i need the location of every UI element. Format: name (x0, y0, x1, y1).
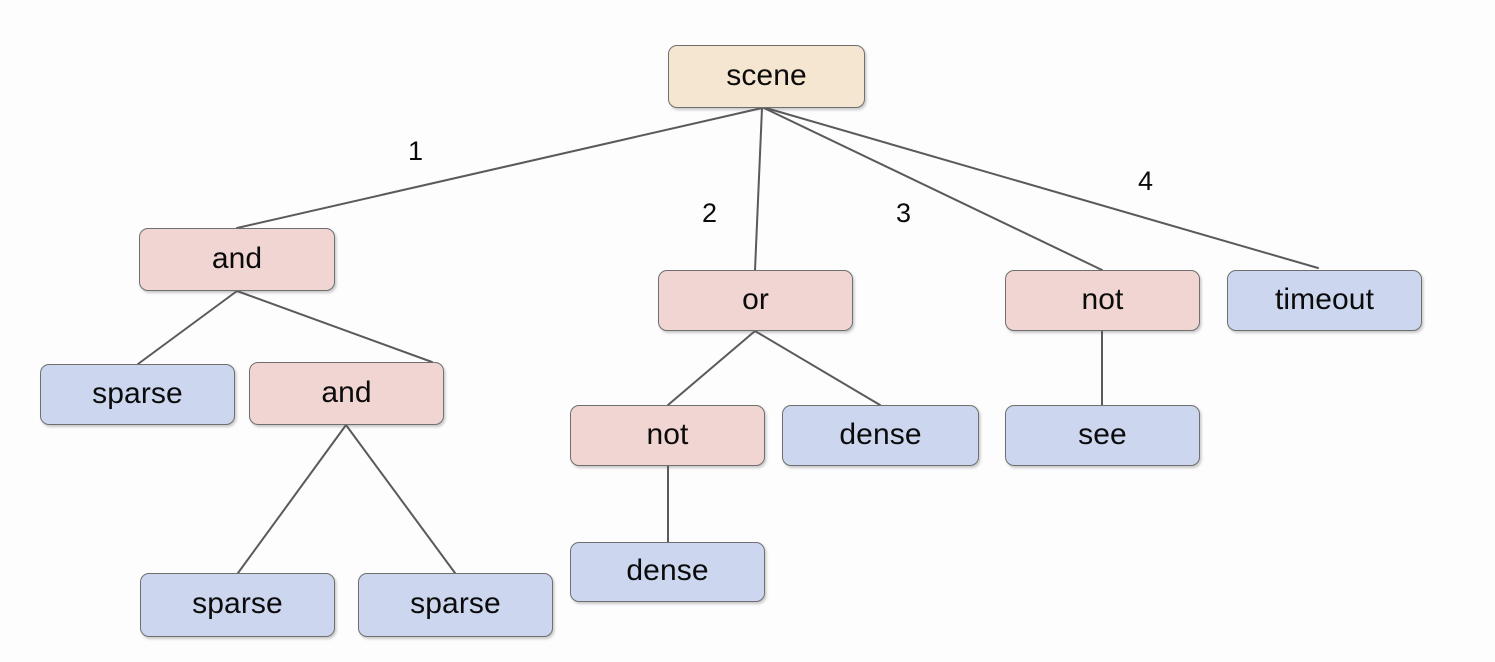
tree-node-label: not (646, 417, 689, 451)
tree-node-see1[interactable]: see (1005, 405, 1200, 466)
tree-edge (667, 330, 756, 406)
tree-edge (345, 424, 456, 574)
tree-node-dense1[interactable]: dense (782, 405, 979, 466)
tree-node-scene[interactable]: scene (668, 45, 865, 108)
tree-node-and2[interactable]: and (249, 362, 444, 425)
tree-node-not2[interactable]: not (570, 405, 765, 466)
tree-node-or1[interactable]: or (658, 270, 853, 331)
tree-edge (137, 290, 238, 365)
tree-node-label: dense (839, 417, 922, 451)
tree-edge (754, 107, 763, 271)
tree-node-label: or (742, 282, 769, 316)
tree-edge (765, 107, 1319, 269)
tree-node-label: dense (626, 554, 709, 587)
tree-edge (754, 330, 881, 406)
tree-node-label: and (211, 241, 263, 275)
tree-node-sparse1[interactable]: sparse (40, 364, 235, 425)
tree-edge (237, 424, 347, 574)
edge-label-4: 4 (1138, 166, 1154, 196)
tree-node-sparse3[interactable]: sparse (358, 573, 553, 637)
tree-edge (236, 290, 433, 363)
tree-node-timeout1[interactable]: timeout (1227, 270, 1422, 331)
tree-node-label: and (321, 375, 372, 409)
edge-label-3: 3 (896, 198, 912, 228)
edge-label-2: 2 (702, 198, 718, 228)
tree-node-label: sparse (192, 587, 283, 620)
tree-edge (763, 107, 1103, 271)
tree-node-label: sparse (410, 587, 501, 620)
tree-node-and1[interactable]: and (139, 228, 335, 291)
tree-node-label: see (1078, 417, 1127, 451)
tree-node-label: timeout (1274, 282, 1375, 316)
tree-node-not1[interactable]: not (1005, 270, 1200, 331)
edge-label-1: 1 (408, 136, 424, 166)
tree-node-label: scene (726, 58, 807, 92)
tree-node-dense2[interactable]: dense (570, 542, 765, 602)
tree-node-label: not (1081, 282, 1124, 316)
tree-edge (236, 107, 763, 229)
tree-node-sparse2[interactable]: sparse (140, 573, 335, 637)
tree-node-label: sparse (92, 376, 183, 410)
